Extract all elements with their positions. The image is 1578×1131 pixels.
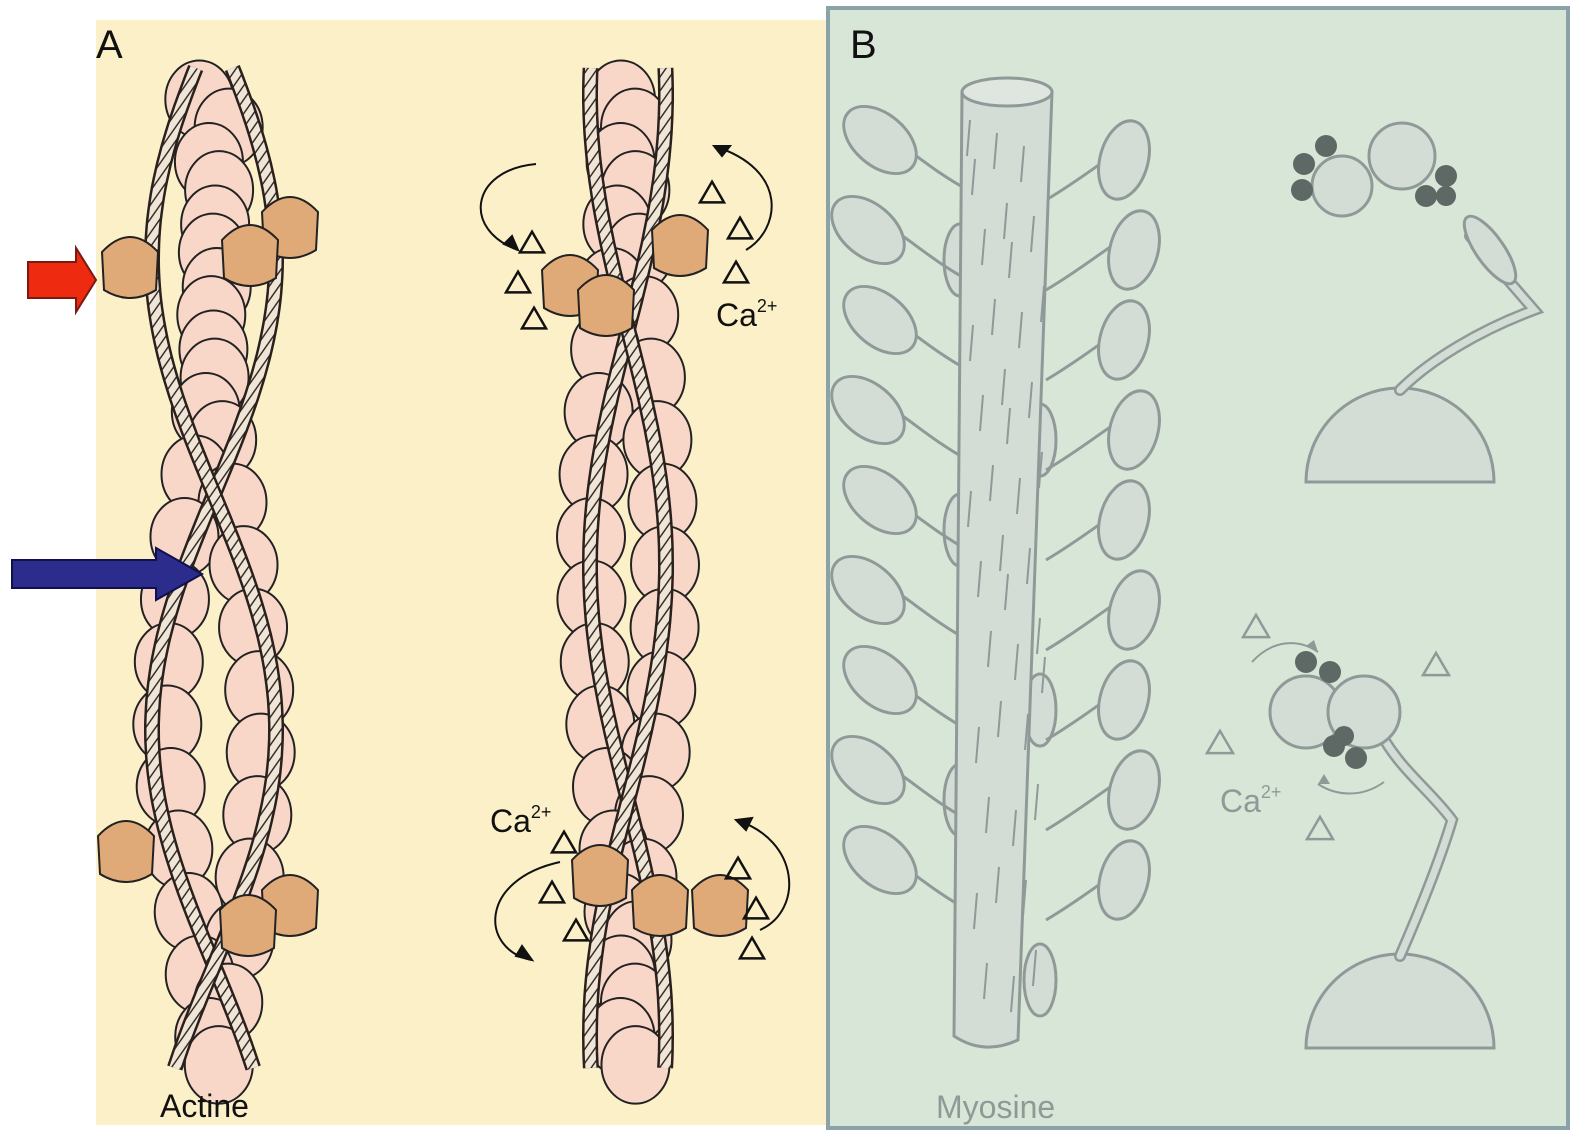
myosin-head (1024, 944, 1056, 1016)
troponin-complex (572, 845, 628, 906)
troponin-complex (102, 237, 158, 298)
troponin-complex (692, 875, 748, 936)
troponin-complex (632, 875, 688, 936)
troponin-complex (98, 821, 154, 882)
panel-a: A Actine (96, 20, 826, 1125)
panel-a-caption: Actine (160, 1088, 249, 1124)
panel-a-letter: A (96, 23, 123, 67)
panel-b-caption: Myosine (936, 1089, 1055, 1125)
troponin-complex (222, 225, 278, 286)
troponin-complex (652, 215, 708, 276)
red-arrow-icon (28, 248, 96, 312)
troponin-complex (220, 895, 276, 956)
myosin-rod-top (962, 78, 1052, 106)
panel-b-letter: B (850, 23, 877, 67)
troponin-complex (578, 275, 634, 336)
panel-b: B (819, 8, 1568, 1128)
